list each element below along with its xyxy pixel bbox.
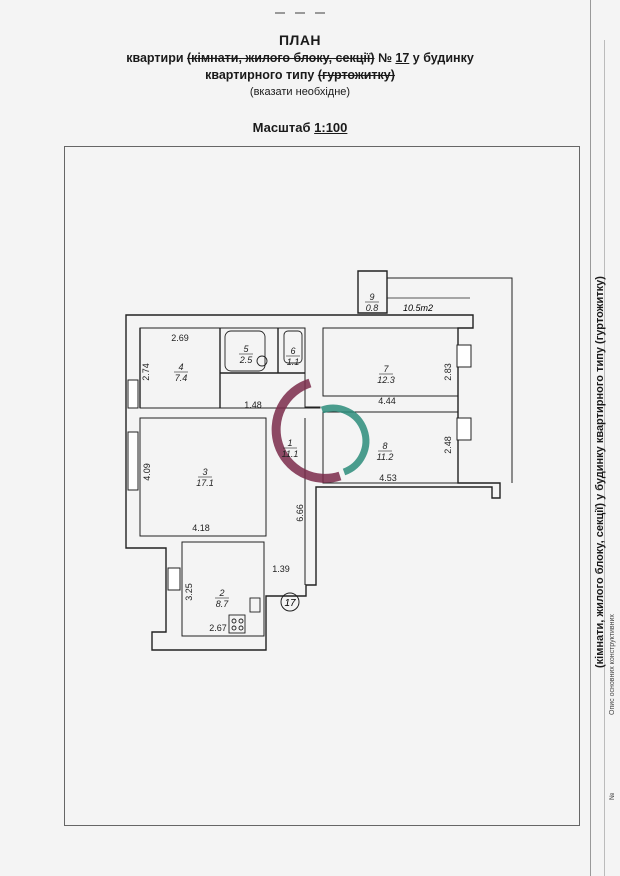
dimension-label: 4.09 bbox=[142, 463, 152, 481]
dimension-label: 2.83 bbox=[443, 363, 453, 381]
room-area: 11.1 bbox=[282, 449, 299, 459]
room-number: 5 bbox=[243, 344, 249, 354]
dimension-label: 1.39 bbox=[272, 564, 290, 574]
margin-line-inner bbox=[604, 40, 605, 876]
room-area: 11.2 bbox=[377, 452, 394, 462]
windows bbox=[127, 344, 472, 591]
room-area: 2.5 bbox=[239, 355, 254, 365]
dimension-label: 4.53 bbox=[379, 473, 397, 483]
line1-prefix: квартири bbox=[126, 51, 187, 65]
plan-subtitle-line2: квартирного типу (гуртожитку) bbox=[0, 68, 600, 82]
room-number: 1 bbox=[287, 438, 292, 448]
dimension-label: 3.25 bbox=[184, 583, 194, 601]
dimension-label: 2.74 bbox=[141, 363, 151, 381]
apartment-number: 17 bbox=[395, 51, 410, 65]
room-number: 8 bbox=[382, 441, 387, 451]
scan-marks bbox=[275, 12, 325, 14]
room-number: 9 bbox=[369, 292, 374, 302]
dimension-label: 1.48 bbox=[244, 400, 262, 410]
fixtures bbox=[224, 330, 303, 634]
line1-struck-text: (кімнати, жилого блоку, секції) bbox=[187, 51, 375, 65]
drawing-frame bbox=[64, 146, 580, 826]
margin-line bbox=[590, 0, 591, 876]
plan-note: (вказати необхідне) bbox=[249, 86, 351, 98]
room-number: 2 bbox=[218, 588, 224, 598]
room-labels: 47.4 52.5 61.1 712.3 90.8 317.1 111.1 811.2 28.7 bbox=[174, 292, 395, 609]
balcony-area: 10.5m2 bbox=[403, 303, 433, 313]
room-number: 3 bbox=[202, 467, 207, 477]
room-area: 12.3 bbox=[377, 375, 395, 385]
line1-suffix: у будинку bbox=[409, 51, 474, 65]
room-number: 7 bbox=[383, 364, 389, 374]
dimension-label: 4.18 bbox=[192, 523, 210, 533]
room-area: 0.8 bbox=[366, 303, 379, 313]
room-number: 6 bbox=[290, 346, 295, 356]
apartment-marker: 17 bbox=[280, 592, 300, 612]
room-area: 1.1 bbox=[287, 357, 300, 367]
line2-struck-text: (гуртожитку) bbox=[317, 68, 395, 82]
line2-prefix: квартирного типу bbox=[205, 68, 318, 82]
dimension-label: 4.44 bbox=[378, 396, 396, 406]
watermark-logo bbox=[271, 378, 370, 483]
apartment-circle-number: 17 bbox=[284, 598, 296, 609]
room-area: 7.4 bbox=[175, 373, 188, 383]
dimension-label: 2.48 bbox=[443, 436, 453, 454]
room-area: 8.7 bbox=[216, 599, 230, 609]
room-area: 17.1 bbox=[196, 478, 214, 488]
line1-number-sign: № bbox=[374, 51, 396, 65]
scale-prefix: Масштаб bbox=[252, 120, 315, 135]
dimension-label: 2.69 bbox=[171, 333, 189, 343]
dimension-labels: 2.69 2.74 1.48 2.83 4.44 2.48 4.53 4.09 4.18 6.66… bbox=[141, 333, 453, 633]
plan-title: ПЛАН bbox=[278, 32, 322, 48]
room-number: 4 bbox=[178, 362, 183, 372]
plan-subtitle-line1: квартири (кімнати, жилого блоку, секції)… bbox=[0, 51, 600, 65]
dimension-label: 6.66 bbox=[295, 504, 305, 522]
scale-label: Масштаб 1:100 bbox=[0, 120, 600, 135]
scale-value: 1:100 bbox=[314, 120, 348, 135]
dimension-label: 2.67 bbox=[209, 623, 227, 633]
